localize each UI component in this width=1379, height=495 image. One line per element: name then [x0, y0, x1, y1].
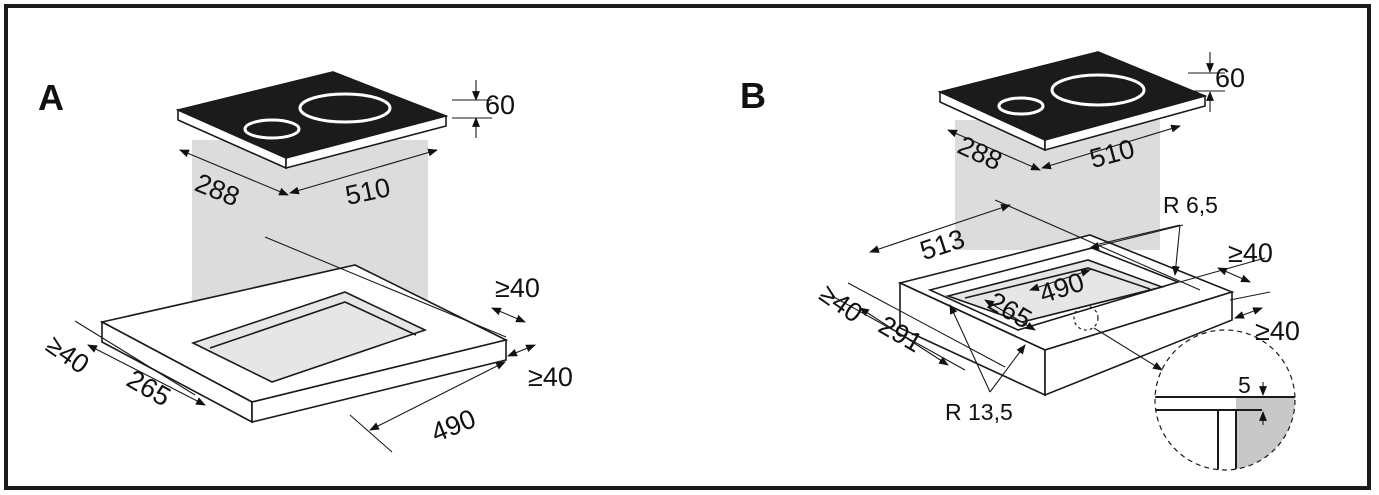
panel-a-large-zone	[298, 92, 392, 124]
panel-b-dim-hob-height: 60	[1215, 63, 1245, 93]
panel-b-dim-clearance-front: ≥40	[1255, 316, 1300, 346]
panel-b-dim-radius-outer: R 6,5	[1163, 192, 1218, 218]
panel-b-dim-recess-step: 5	[1238, 372, 1251, 398]
panel-b-dim-recess-width: 513	[916, 224, 968, 266]
panel-b-small-zone	[997, 96, 1045, 116]
panel-b-dim-clearance-back: ≥40	[1228, 238, 1273, 268]
panel-a-dim-hob-height: 60	[485, 90, 515, 120]
panel-a-dim-clearance-front: ≥40	[528, 362, 573, 392]
panel-b-large-zone	[1050, 73, 1146, 107]
panel-a-small-zone	[243, 118, 301, 140]
panel-b-dim-clearance-side: ≥40	[814, 278, 868, 328]
panel-a-label: A	[38, 77, 64, 118]
panel-b-label: B	[740, 75, 766, 116]
panel-a-dim-clearance-side: ≥40	[41, 329, 95, 379]
panel-a-dim-clearance-back: ≥40	[495, 273, 540, 303]
panel-a: A	[38, 71, 573, 453]
panel-b-dim-radius-inner: R 13,5	[945, 399, 1013, 425]
panel-a-dim-cutout-width: 490	[427, 403, 480, 448]
panel-b: B	[740, 51, 1300, 471]
